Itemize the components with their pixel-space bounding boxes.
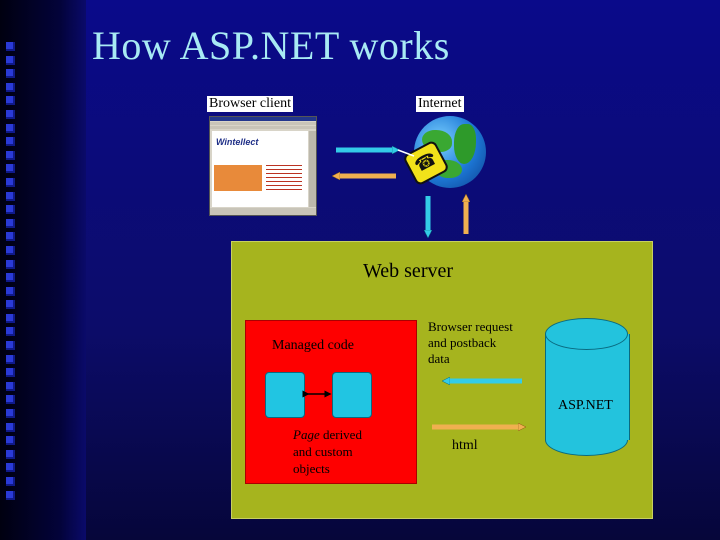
page-objects-line-3: objects bbox=[293, 461, 330, 476]
bullet-column bbox=[6, 42, 18, 504]
database-cylinder-icon bbox=[545, 318, 630, 456]
page-italic-word: Page bbox=[293, 427, 320, 442]
browser-request-line-1: Browser request bbox=[428, 319, 513, 334]
page-objects-line-1: derived bbox=[322, 427, 362, 442]
page-objects-line-2: and custom bbox=[293, 444, 353, 459]
browser-logo: Wintellect bbox=[216, 137, 259, 147]
internet-label: Internet bbox=[416, 96, 464, 112]
asp-net-label: ASP.NET bbox=[558, 398, 613, 413]
browser-window-icon: Wintellect bbox=[209, 116, 317, 216]
html-label: html bbox=[452, 438, 478, 453]
browser-client-label: Browser client bbox=[207, 96, 294, 112]
telephone-line bbox=[397, 149, 415, 157]
object-cube-icon bbox=[265, 372, 305, 418]
browser-request-line-3: data bbox=[428, 351, 450, 366]
page-objects-label: Page derived and custom objects bbox=[293, 426, 362, 477]
browser-request-label: Browser request and postback data bbox=[428, 319, 513, 367]
browser-request-line-2: and postback bbox=[428, 335, 497, 350]
managed-code-label: Managed code bbox=[272, 338, 355, 353]
object-cube-icon bbox=[332, 372, 372, 418]
slide-title: How ASP.NET works bbox=[92, 23, 450, 68]
web-server-label: Web server bbox=[363, 260, 454, 282]
